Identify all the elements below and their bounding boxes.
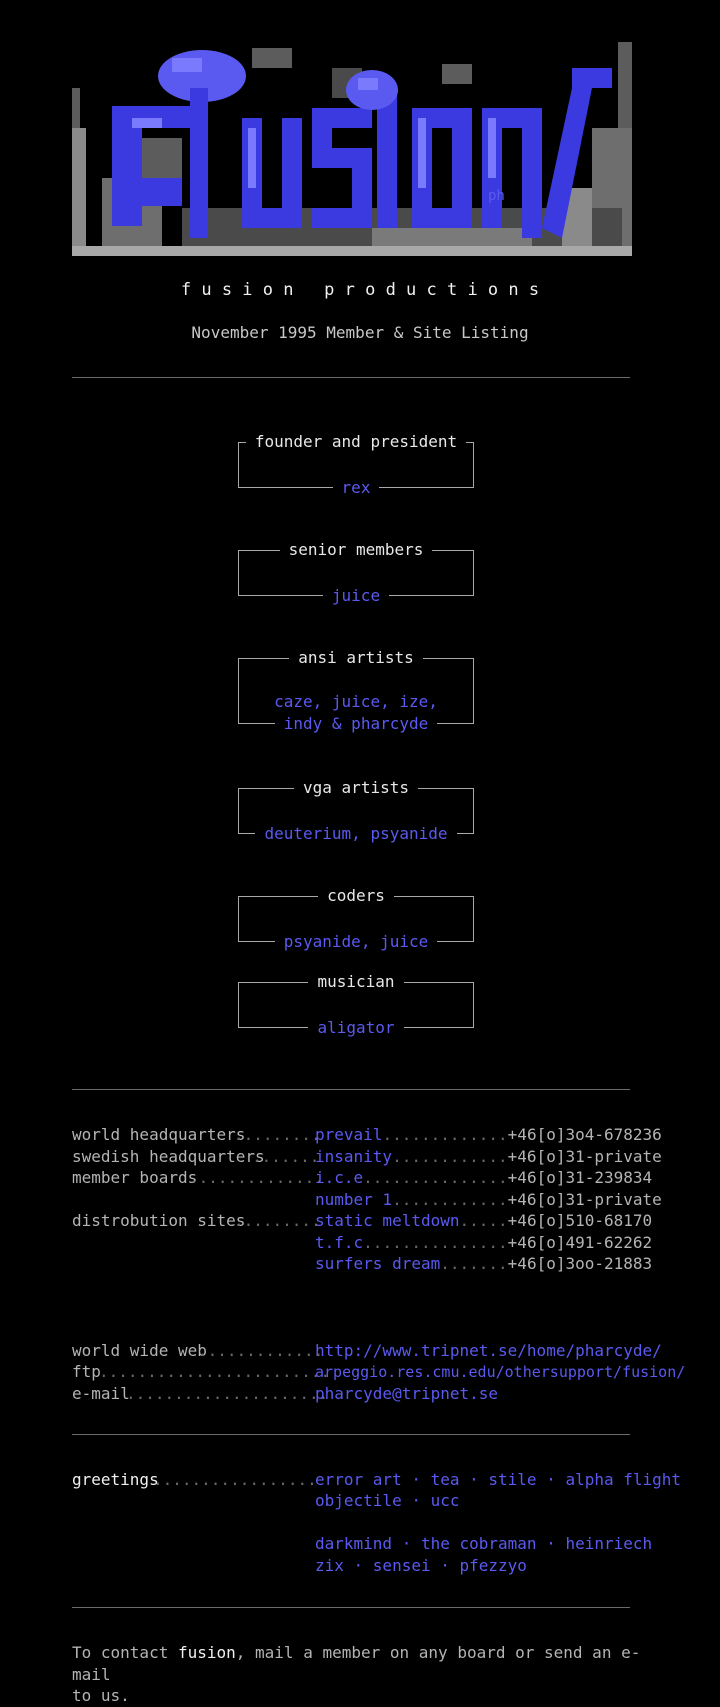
bbs-name[interactable]: t.f.c bbox=[315, 1233, 364, 1252]
phone-number: +46[o]3oo-21883 bbox=[507, 1254, 653, 1273]
email-link[interactable]: pharcyde@tripnet.se bbox=[315, 1384, 499, 1403]
greetings-label: greetings bbox=[72, 1470, 159, 1489]
bbs-name[interactable]: prevail bbox=[315, 1125, 383, 1144]
divider bbox=[72, 1089, 630, 1090]
greetings-list: error art · tea · stile · alpha flight bbox=[315, 1470, 682, 1489]
section-coders: coders psyanide, juice bbox=[238, 886, 474, 951]
site-label: swedish headquarters bbox=[72, 1147, 265, 1166]
bbs-name[interactable]: i.c.e bbox=[315, 1168, 364, 1187]
bbs-name[interactable]: insanity bbox=[315, 1147, 393, 1166]
member-name: indy & pharcyde bbox=[274, 714, 438, 733]
section-senior-members: senior members juice bbox=[238, 540, 474, 605]
section-title: ansi artists bbox=[289, 648, 423, 667]
site-label: distrobution sites bbox=[72, 1211, 246, 1230]
section-ansi-artists: ansi artists caze, juice, ize, indy & ph… bbox=[238, 648, 474, 733]
divider bbox=[72, 377, 630, 378]
link-label: e-mail bbox=[72, 1384, 130, 1403]
section-musician: musician aligator bbox=[238, 972, 474, 1037]
phone-number: +46[o]510-68170 bbox=[507, 1211, 653, 1230]
section-title: coders bbox=[318, 886, 394, 905]
site-row: world headquarters.........prevail......… bbox=[72, 1125, 662, 1144]
section-title: founder and president bbox=[245, 432, 467, 451]
site-row: t.f.c...............+46[o]491-62262 bbox=[315, 1233, 653, 1252]
section-title: senior members bbox=[279, 540, 433, 559]
web-link[interactable]: http://www.tripnet.se/home/pharcyde/ bbox=[315, 1341, 662, 1360]
phone-number: +46[o]3o4-678236 bbox=[507, 1125, 662, 1144]
site-row: member boards..............i.c.e........… bbox=[72, 1168, 653, 1187]
site-label: member boards bbox=[72, 1168, 198, 1187]
member-name: aligator bbox=[308, 1018, 404, 1037]
section-vga-artists: vga artists deuterium, psyanide bbox=[238, 778, 474, 843]
phone-number: +46[o]31-private bbox=[507, 1147, 662, 1166]
link-row: world wide web.............http://www.tr… bbox=[72, 1341, 662, 1360]
contact-note: To contact fusion, mail a member on any … bbox=[72, 1643, 641, 1705]
greetings-list: objectile · ucc bbox=[315, 1491, 460, 1510]
section-title: musician bbox=[308, 972, 404, 991]
link-label: world wide web bbox=[72, 1341, 207, 1360]
ftp-link[interactable]: arpeggio.res.cmu.edu/othersupport/fusion… bbox=[315, 1363, 686, 1381]
divider bbox=[72, 1434, 630, 1435]
link-row: e-mail.....................pharcyde@trip… bbox=[72, 1384, 499, 1403]
bbs-name[interactable]: static meltdown bbox=[315, 1211, 460, 1230]
greetings-row: greetings.................error art · te… bbox=[72, 1470, 682, 1489]
link-row: ftp........................arpeggio.res.… bbox=[72, 1362, 686, 1381]
site-row: swedish headquarters.......insanity.....… bbox=[72, 1147, 662, 1166]
member-name: juice bbox=[322, 586, 390, 605]
phone-number: +46[o]491-62262 bbox=[507, 1233, 653, 1252]
member-name: psyanide, juice bbox=[274, 932, 438, 951]
section-title: vga artists bbox=[294, 778, 418, 797]
fusion-ansi-logo: ph bbox=[72, 42, 632, 256]
greetings-list: darkmind · the cobraman · heinriech bbox=[315, 1534, 653, 1553]
group-name: f u s i o n p r o d u c t i o n s bbox=[180, 280, 540, 300]
section-founder: founder and president rex bbox=[238, 432, 474, 497]
divider bbox=[72, 1607, 630, 1608]
listing-title: November 1995 Member & Site Listing bbox=[191, 323, 529, 342]
logo-tag: ph bbox=[488, 188, 505, 204]
bbs-name[interactable]: number 1 bbox=[315, 1190, 393, 1209]
greetings-list: zix · sensei · pfezzyo bbox=[315, 1556, 527, 1575]
site-label: world headquarters bbox=[72, 1125, 246, 1144]
link-label: ftp bbox=[72, 1362, 101, 1381]
phone-number: +46[o]31-private bbox=[507, 1190, 662, 1209]
phone-number: +46[o]31-239834 bbox=[507, 1168, 653, 1187]
member-name: caze, juice, ize, bbox=[265, 692, 447, 711]
site-row: distrobution sites.........static meltdo… bbox=[72, 1211, 653, 1230]
site-row: surfers dream.......+46[o]3oo-21883 bbox=[315, 1254, 653, 1273]
bbs-name[interactable]: surfers dream bbox=[315, 1254, 441, 1273]
member-name: rex bbox=[332, 478, 380, 497]
site-row: number 1............+46[o]31-private bbox=[315, 1190, 662, 1209]
member-name: deuterium, psyanide bbox=[255, 824, 457, 843]
group-name-inline: fusion bbox=[177, 1643, 236, 1662]
